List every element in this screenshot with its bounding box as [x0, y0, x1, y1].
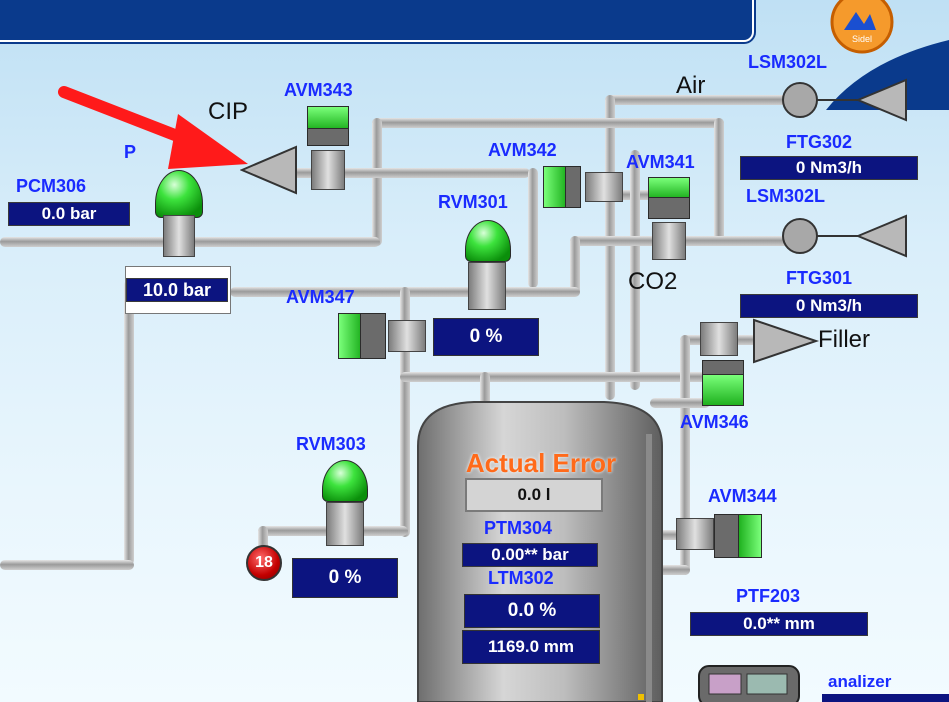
avm347-tag: AVM347 — [286, 287, 355, 307]
avm343-tag: AVM343 — [284, 80, 353, 100]
tank-error-value: 0.0 l — [465, 478, 603, 512]
analizer-label: analizer — [828, 672, 892, 691]
ltm302-tag: LTM302 — [488, 568, 554, 588]
rvm301-body[interactable] — [468, 262, 506, 310]
pcm-valve-body[interactable] — [163, 215, 195, 257]
ptm304-value[interactable]: 0.00** bar — [462, 543, 598, 567]
cip-label: CIP — [208, 98, 249, 125]
pcm-cut-tag: P — [124, 142, 137, 162]
rvm301-pct[interactable]: 0 % — [433, 318, 539, 356]
analyzer-device-icon[interactable] — [695, 660, 805, 702]
ptf203-tag: PTF203 — [736, 586, 801, 606]
rvm303-actuator[interactable] — [322, 460, 368, 502]
rvm303-body[interactable] — [326, 502, 364, 546]
avm347-body[interactable] — [388, 320, 426, 352]
avm346-tag: AVM346 — [680, 412, 749, 432]
ftg302-tag: FTG302 — [786, 132, 853, 152]
red-arrow-icon — [58, 86, 248, 169]
co2-sensor-icon — [782, 214, 907, 258]
lsm302l-tag: LSM302L — [746, 186, 826, 206]
filler-label: Filler — [818, 326, 870, 353]
avm344-body[interactable] — [676, 518, 714, 550]
avm343-body[interactable] — [311, 150, 345, 190]
filler-arrow-icon — [753, 318, 820, 364]
ltm302-pct[interactable]: 0.0 % — [464, 594, 600, 628]
ftg302-value[interactable]: 0 Nm3/h — [740, 156, 918, 180]
avm347-actuator[interactable] — [338, 313, 362, 359]
rvm301-actuator[interactable] — [465, 220, 511, 262]
avm342-body[interactable] — [585, 172, 623, 202]
avm344-actuator[interactable] — [738, 514, 762, 558]
pressure-value[interactable]: 10.0 bar — [126, 278, 228, 302]
avm346-body[interactable] — [700, 322, 738, 356]
analizer-value-box[interactable] — [822, 694, 949, 702]
avm342-actuator[interactable] — [543, 166, 567, 208]
ftg301-tag: FTG301 — [786, 268, 853, 288]
pcm306-tag: PCM306 — [16, 176, 87, 196]
avm341-actuator[interactable] — [648, 177, 690, 199]
air-label: Air — [676, 72, 706, 99]
pcm306-value[interactable]: 0.0 bar — [8, 202, 130, 226]
avm342-tag: AVM342 — [488, 140, 557, 160]
sidel-logo-icon: Sidel — [826, 0, 949, 110]
co2-label: CO2 — [628, 268, 678, 295]
header-bar — [0, 0, 754, 42]
alarm-badge-icon[interactable]: 18 — [246, 545, 282, 581]
ptf203-value[interactable]: 0.0** mm — [690, 612, 868, 636]
tank-title: Actual Error — [465, 448, 617, 478]
avm341-tag: AVM341 — [626, 152, 695, 172]
avm343-actuator[interactable] — [307, 106, 349, 130]
ftg301-value[interactable]: 0 Nm3/h — [740, 294, 918, 318]
ptm304-tag: PTM304 — [484, 518, 553, 538]
avm341-body[interactable] — [652, 222, 686, 260]
svg-text:Sidel: Sidel — [852, 34, 872, 44]
cip-arrow-icon — [240, 145, 297, 195]
avm346-actuator[interactable] — [702, 374, 744, 406]
rvm301-tag: RVM301 — [438, 192, 508, 212]
rvm303-tag: RVM303 — [296, 434, 366, 454]
pcm-valve-actuator[interactable] — [155, 170, 203, 218]
lsm302l-top-tag: LSM302L — [748, 52, 828, 72]
rvm303-pct[interactable]: 0 % — [292, 558, 398, 598]
air-sensor-icon — [782, 78, 907, 122]
ltm302-mm[interactable]: 1169.0 mm — [462, 630, 600, 664]
avm344-tag: AVM344 — [708, 486, 777, 506]
